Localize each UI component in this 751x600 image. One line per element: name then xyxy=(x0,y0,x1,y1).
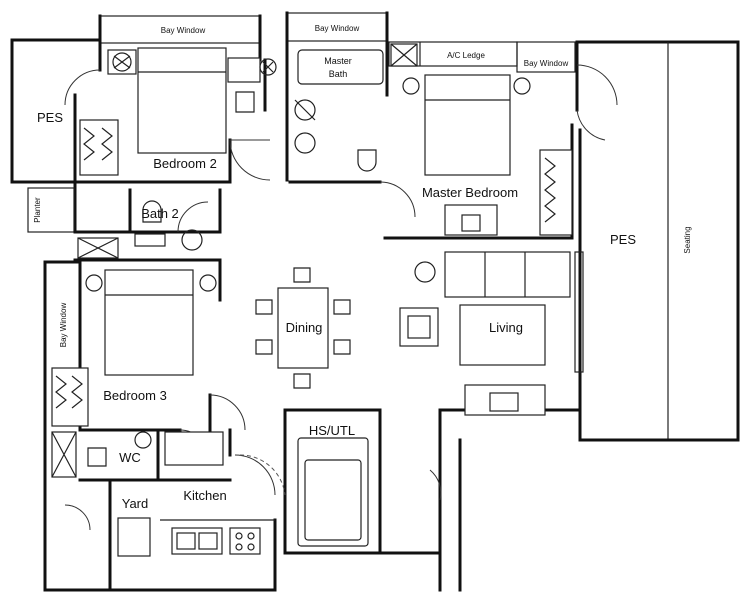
bay-window-left-label: Bay Window xyxy=(59,303,68,348)
bed-icon xyxy=(104,269,194,376)
bathtub-icon xyxy=(297,49,384,85)
washing-machine-icon xyxy=(117,517,151,557)
master-bath-label-line2: Bath xyxy=(329,69,348,79)
stove-icon xyxy=(229,527,261,555)
bedroom2-furniture xyxy=(79,47,277,176)
wc-label: WC xyxy=(119,450,141,465)
master-bedroom-furniture xyxy=(402,74,573,236)
toilet-icon xyxy=(357,149,377,172)
chair-icon xyxy=(293,373,311,389)
bath2-furniture xyxy=(77,200,203,259)
chair-icon xyxy=(235,91,255,113)
kitchen-label: Kitchen xyxy=(183,488,226,503)
bedroom3-furniture xyxy=(51,269,217,427)
hs-utl-label: HS/UTL xyxy=(309,423,355,438)
chair-icon xyxy=(255,339,273,355)
chair-icon xyxy=(333,299,351,315)
yard-label: Yard xyxy=(122,496,149,511)
doors xyxy=(64,64,618,531)
toilet-icon xyxy=(87,447,107,467)
ac-ledge-label: A/C Ledge xyxy=(447,51,485,60)
dining-table-icon xyxy=(277,287,329,369)
living-furniture xyxy=(399,251,584,416)
bay-window-master-label: Bay Window xyxy=(315,24,360,33)
bed-icon xyxy=(137,47,227,154)
service-furniture xyxy=(51,431,369,557)
pes-right-label: PES xyxy=(610,232,636,247)
master-bath-furniture xyxy=(294,43,418,172)
sink-icon xyxy=(134,431,152,449)
toilet-icon xyxy=(142,200,162,223)
bay-window-right-label: Bay Window xyxy=(524,59,569,68)
bath2-label: Bath 2 xyxy=(141,206,179,221)
seating-label: Seating xyxy=(683,226,692,253)
dining-label: Dining xyxy=(286,320,323,335)
master-bath-label-line1: Master xyxy=(324,56,352,66)
dining-furniture xyxy=(255,267,351,389)
bay-window-top-label: Bay Window xyxy=(161,26,206,35)
room-labels: Bay Window Bay Window Master Bath A/C Le… xyxy=(33,24,692,511)
chair-icon xyxy=(255,299,273,315)
walls xyxy=(10,11,740,592)
bedroom3-label: Bedroom 3 xyxy=(103,388,167,403)
wardrobe-icon xyxy=(539,149,573,236)
living-label: Living xyxy=(489,320,523,335)
wardrobe-icon xyxy=(79,119,119,176)
bedroom2-label: Bedroom 2 xyxy=(153,156,217,171)
chair-icon xyxy=(333,339,351,355)
pes-left-label: PES xyxy=(37,110,63,125)
planter-label: Planter xyxy=(33,197,42,223)
plant-icon xyxy=(414,261,436,283)
chair-icon xyxy=(293,267,311,283)
sofa-icon xyxy=(444,251,571,298)
master-bedroom-label: Master Bedroom xyxy=(422,185,518,200)
bed-icon xyxy=(424,74,511,176)
sink-icon xyxy=(171,527,223,555)
